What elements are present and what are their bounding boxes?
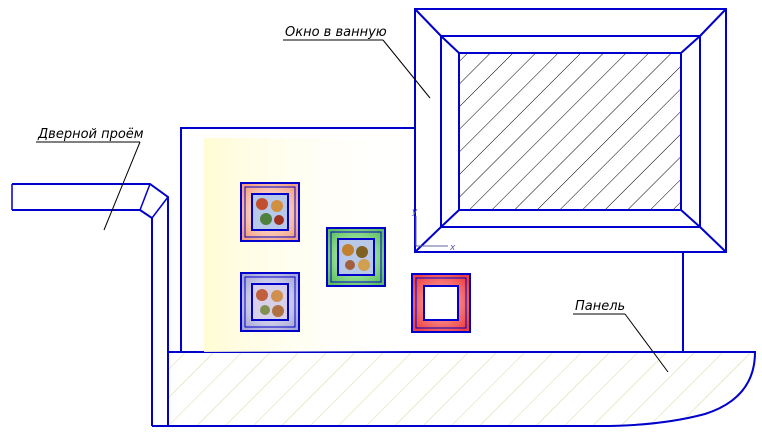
axis-y-label: y <box>411 207 418 217</box>
tile-red <box>411 273 471 333</box>
window-frame <box>414 8 727 253</box>
label-door: Дверной проём <box>37 127 144 142</box>
label-window: Окно в ванную <box>285 25 387 40</box>
axis-x-label: x <box>449 243 456 253</box>
label-door-callout: Дверной проём <box>36 127 144 231</box>
tile-lavender <box>240 272 300 332</box>
axis-marker: y x <box>411 207 456 253</box>
tile-green <box>326 227 386 287</box>
floor-slab <box>167 351 757 427</box>
tile-pink <box>240 182 300 242</box>
door-opening <box>11 183 169 427</box>
label-panel-callout: Панель <box>573 299 669 373</box>
label-window-callout: Окно в ванную <box>283 25 431 99</box>
label-panel: Панель <box>575 299 625 314</box>
